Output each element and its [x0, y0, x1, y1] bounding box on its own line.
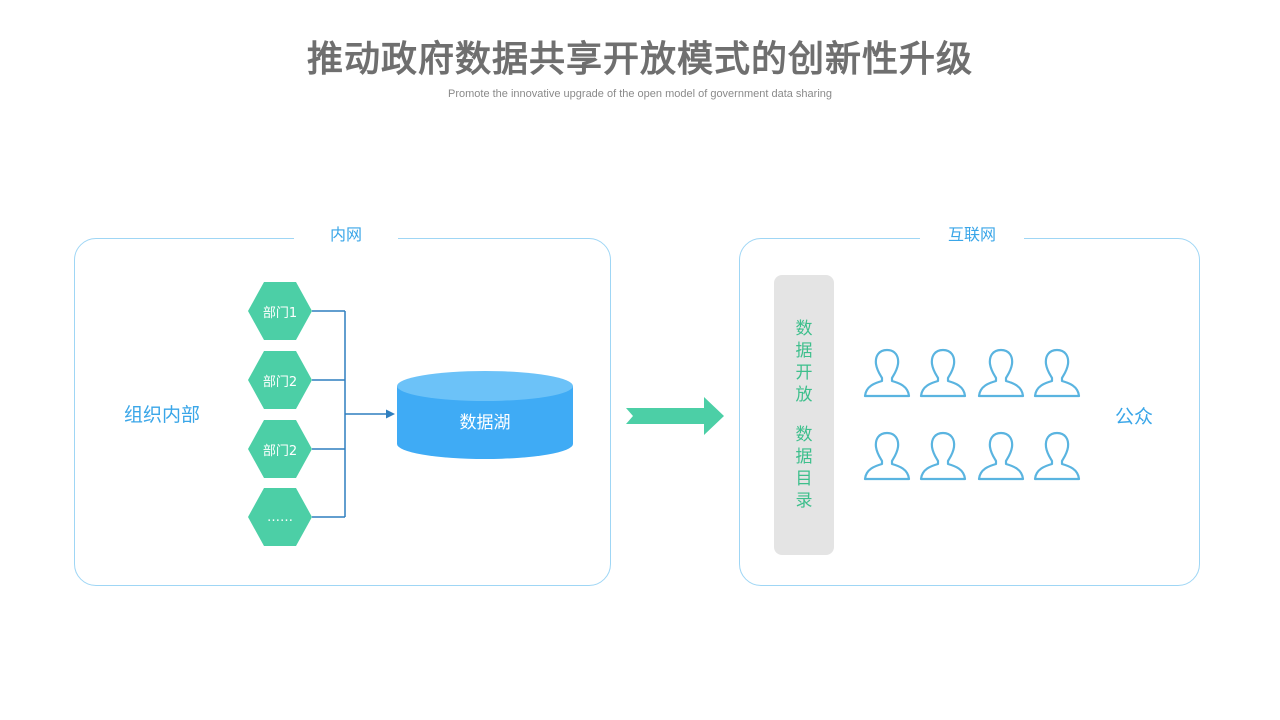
person-outline-icon — [1033, 431, 1081, 481]
intranet-label: 内网 — [294, 221, 398, 245]
flow-arrow-icon — [626, 397, 724, 435]
catalog-line-directory: 数据目录 — [795, 425, 813, 511]
page-subtitle: Promote the innovative upgrade of the op… — [447, 88, 833, 100]
public-label: 公众 — [1115, 406, 1154, 428]
person-outline-icon — [919, 431, 967, 481]
organization-label: 组织内部 — [124, 404, 201, 426]
person-outline-icon — [1033, 348, 1081, 398]
person-outline-icon — [977, 431, 1025, 481]
person-outline-icon — [977, 348, 1025, 398]
person-outline-icon — [919, 348, 967, 398]
data-lake-cylinder — [397, 371, 573, 459]
internet-label: 互联网 — [920, 221, 1024, 245]
person-outline-icon — [863, 348, 911, 398]
page-title: 推动政府数据共享开放模式的创新性升级 — [306, 39, 973, 80]
catalog-line-open: 数据开放 — [795, 319, 813, 405]
open-data-catalog: 数据开放 数据目录 — [774, 275, 834, 555]
data-lake-label: 数据湖 — [459, 413, 511, 433]
person-outline-icon — [863, 431, 911, 481]
